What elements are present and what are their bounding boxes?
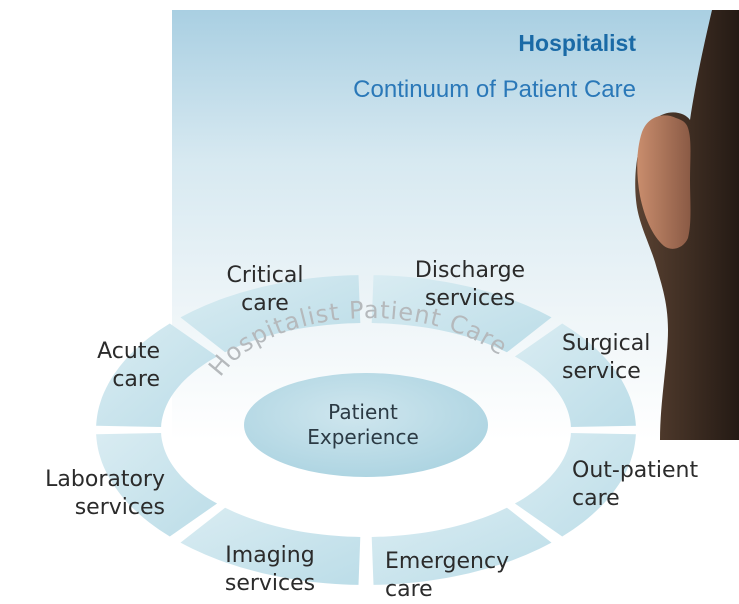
center-ellipse — [244, 373, 488, 477]
ring-segment-acute-care — [180, 275, 361, 353]
label-line: care — [385, 577, 433, 602]
label-acute-care: Acute care — [60, 338, 160, 394]
label-line: services — [424, 286, 516, 311]
label-line: Out-patient — [572, 458, 699, 483]
label-line: Emergency — [385, 549, 510, 574]
ear-image — [637, 115, 691, 249]
ring-segment-imaging-services — [96, 433, 218, 537]
label-surgical-service: Surgical service — [562, 330, 682, 386]
label-line: services — [74, 495, 165, 520]
center-label-line2: Experience — [307, 425, 419, 449]
label-line: Discharge — [414, 258, 526, 283]
label-line: Imaging — [225, 543, 315, 568]
label-out-patient-care: Out-patient care — [572, 457, 732, 513]
page-title: Hospitalist — [518, 30, 636, 56]
page-subtitle: Continuum of Patient Care — [353, 76, 636, 103]
label-line: Acute — [97, 339, 160, 364]
ring-segment-discharge-services — [514, 323, 636, 427]
ring-segment-out-patient-care — [371, 507, 552, 585]
label-emergency-care: Emergency care — [385, 548, 545, 604]
label-line: Laboratory — [45, 467, 165, 492]
label-line: care — [572, 486, 620, 511]
center-label-line1: Patient — [328, 400, 398, 424]
label-discharge-services: Discharge services — [392, 257, 548, 313]
label-critical-care: Critical care — [210, 262, 320, 318]
label-line: care — [112, 367, 160, 392]
ring-segment-laboratory-services — [96, 323, 218, 427]
label-line: services — [224, 571, 316, 596]
label-laboratory-services: Laboratory services — [5, 466, 165, 522]
center-label: Patient Experience — [256, 400, 470, 450]
label-line: service — [562, 359, 641, 384]
label-line: Surgical — [562, 331, 651, 356]
ring-segment-surgical-service — [514, 433, 636, 537]
ring-segments — [96, 275, 636, 585]
label-line: Critical — [226, 263, 304, 288]
ring-segment-critical-care — [371, 275, 552, 353]
ring-segment-emergency-care — [180, 507, 361, 585]
label-line: care — [241, 291, 289, 316]
label-imaging-services: Imaging services — [200, 542, 340, 598]
